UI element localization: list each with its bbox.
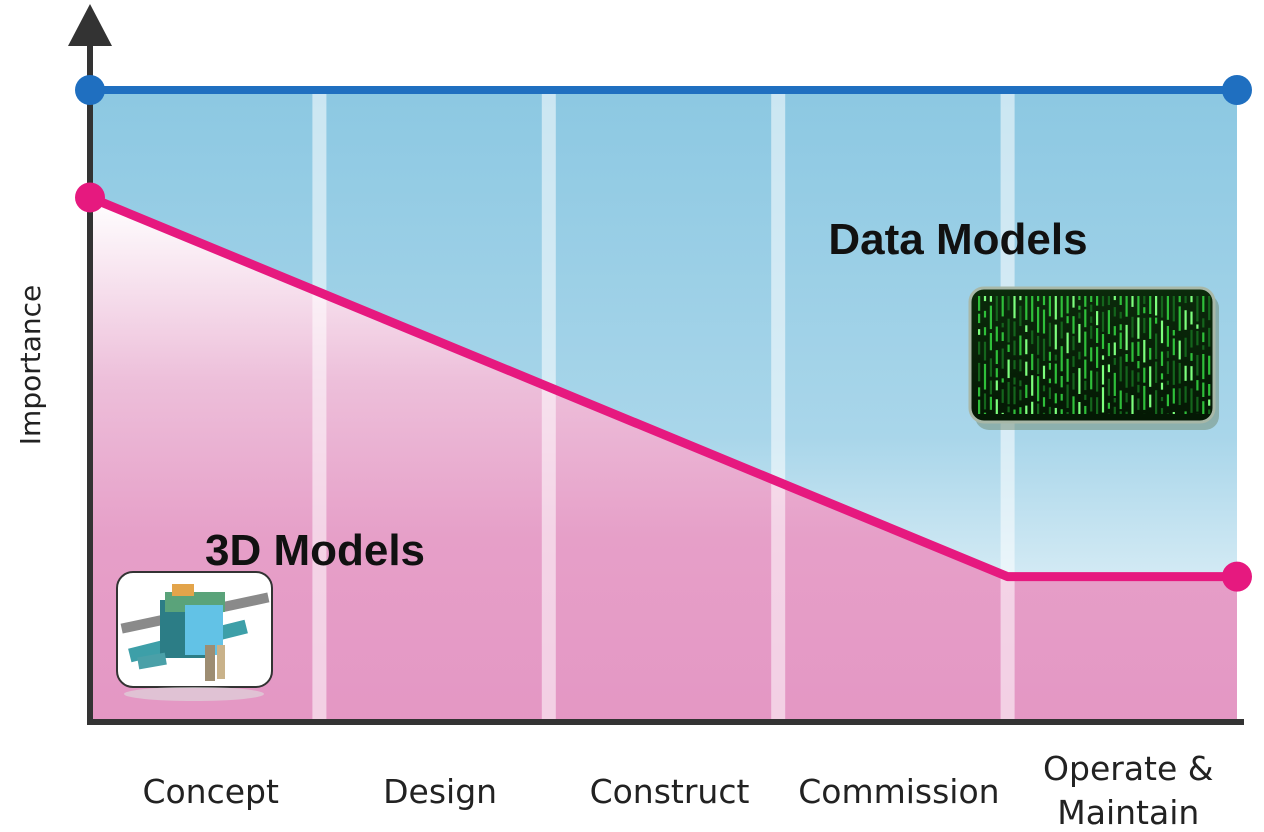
3d-models-point	[75, 182, 105, 213]
series-points	[75, 75, 1252, 592]
3d-models-area	[90, 197, 1237, 722]
3d-models-label: 3D Models	[205, 526, 425, 575]
data-models-point	[1222, 75, 1252, 105]
series-lines	[85, 86, 1242, 582]
phase-labels: Concept Design Construct Commission Operate …	[142, 749, 1213, 832]
phase-label: Design	[383, 772, 497, 811]
axes	[68, 4, 1244, 725]
data-models-label: Data Models	[828, 215, 1087, 264]
y-axis-label: Importance	[14, 285, 47, 445]
3d-model-thumbnail	[116, 571, 273, 701]
data-models-point	[75, 75, 105, 105]
phase-label: Commission	[798, 772, 999, 811]
phase-label: Concept	[142, 772, 279, 811]
phase-label: Operate &Maintain	[1043, 749, 1213, 832]
y-axis-arrow	[68, 4, 112, 46]
matrix-data-thumbnail	[968, 286, 1219, 430]
phase-divider	[771, 50, 786, 722]
phase-label: Construct	[590, 772, 750, 811]
3d-models-point	[1222, 561, 1252, 592]
phase-divider	[312, 50, 327, 722]
3d-models-line	[85, 192, 1242, 582]
